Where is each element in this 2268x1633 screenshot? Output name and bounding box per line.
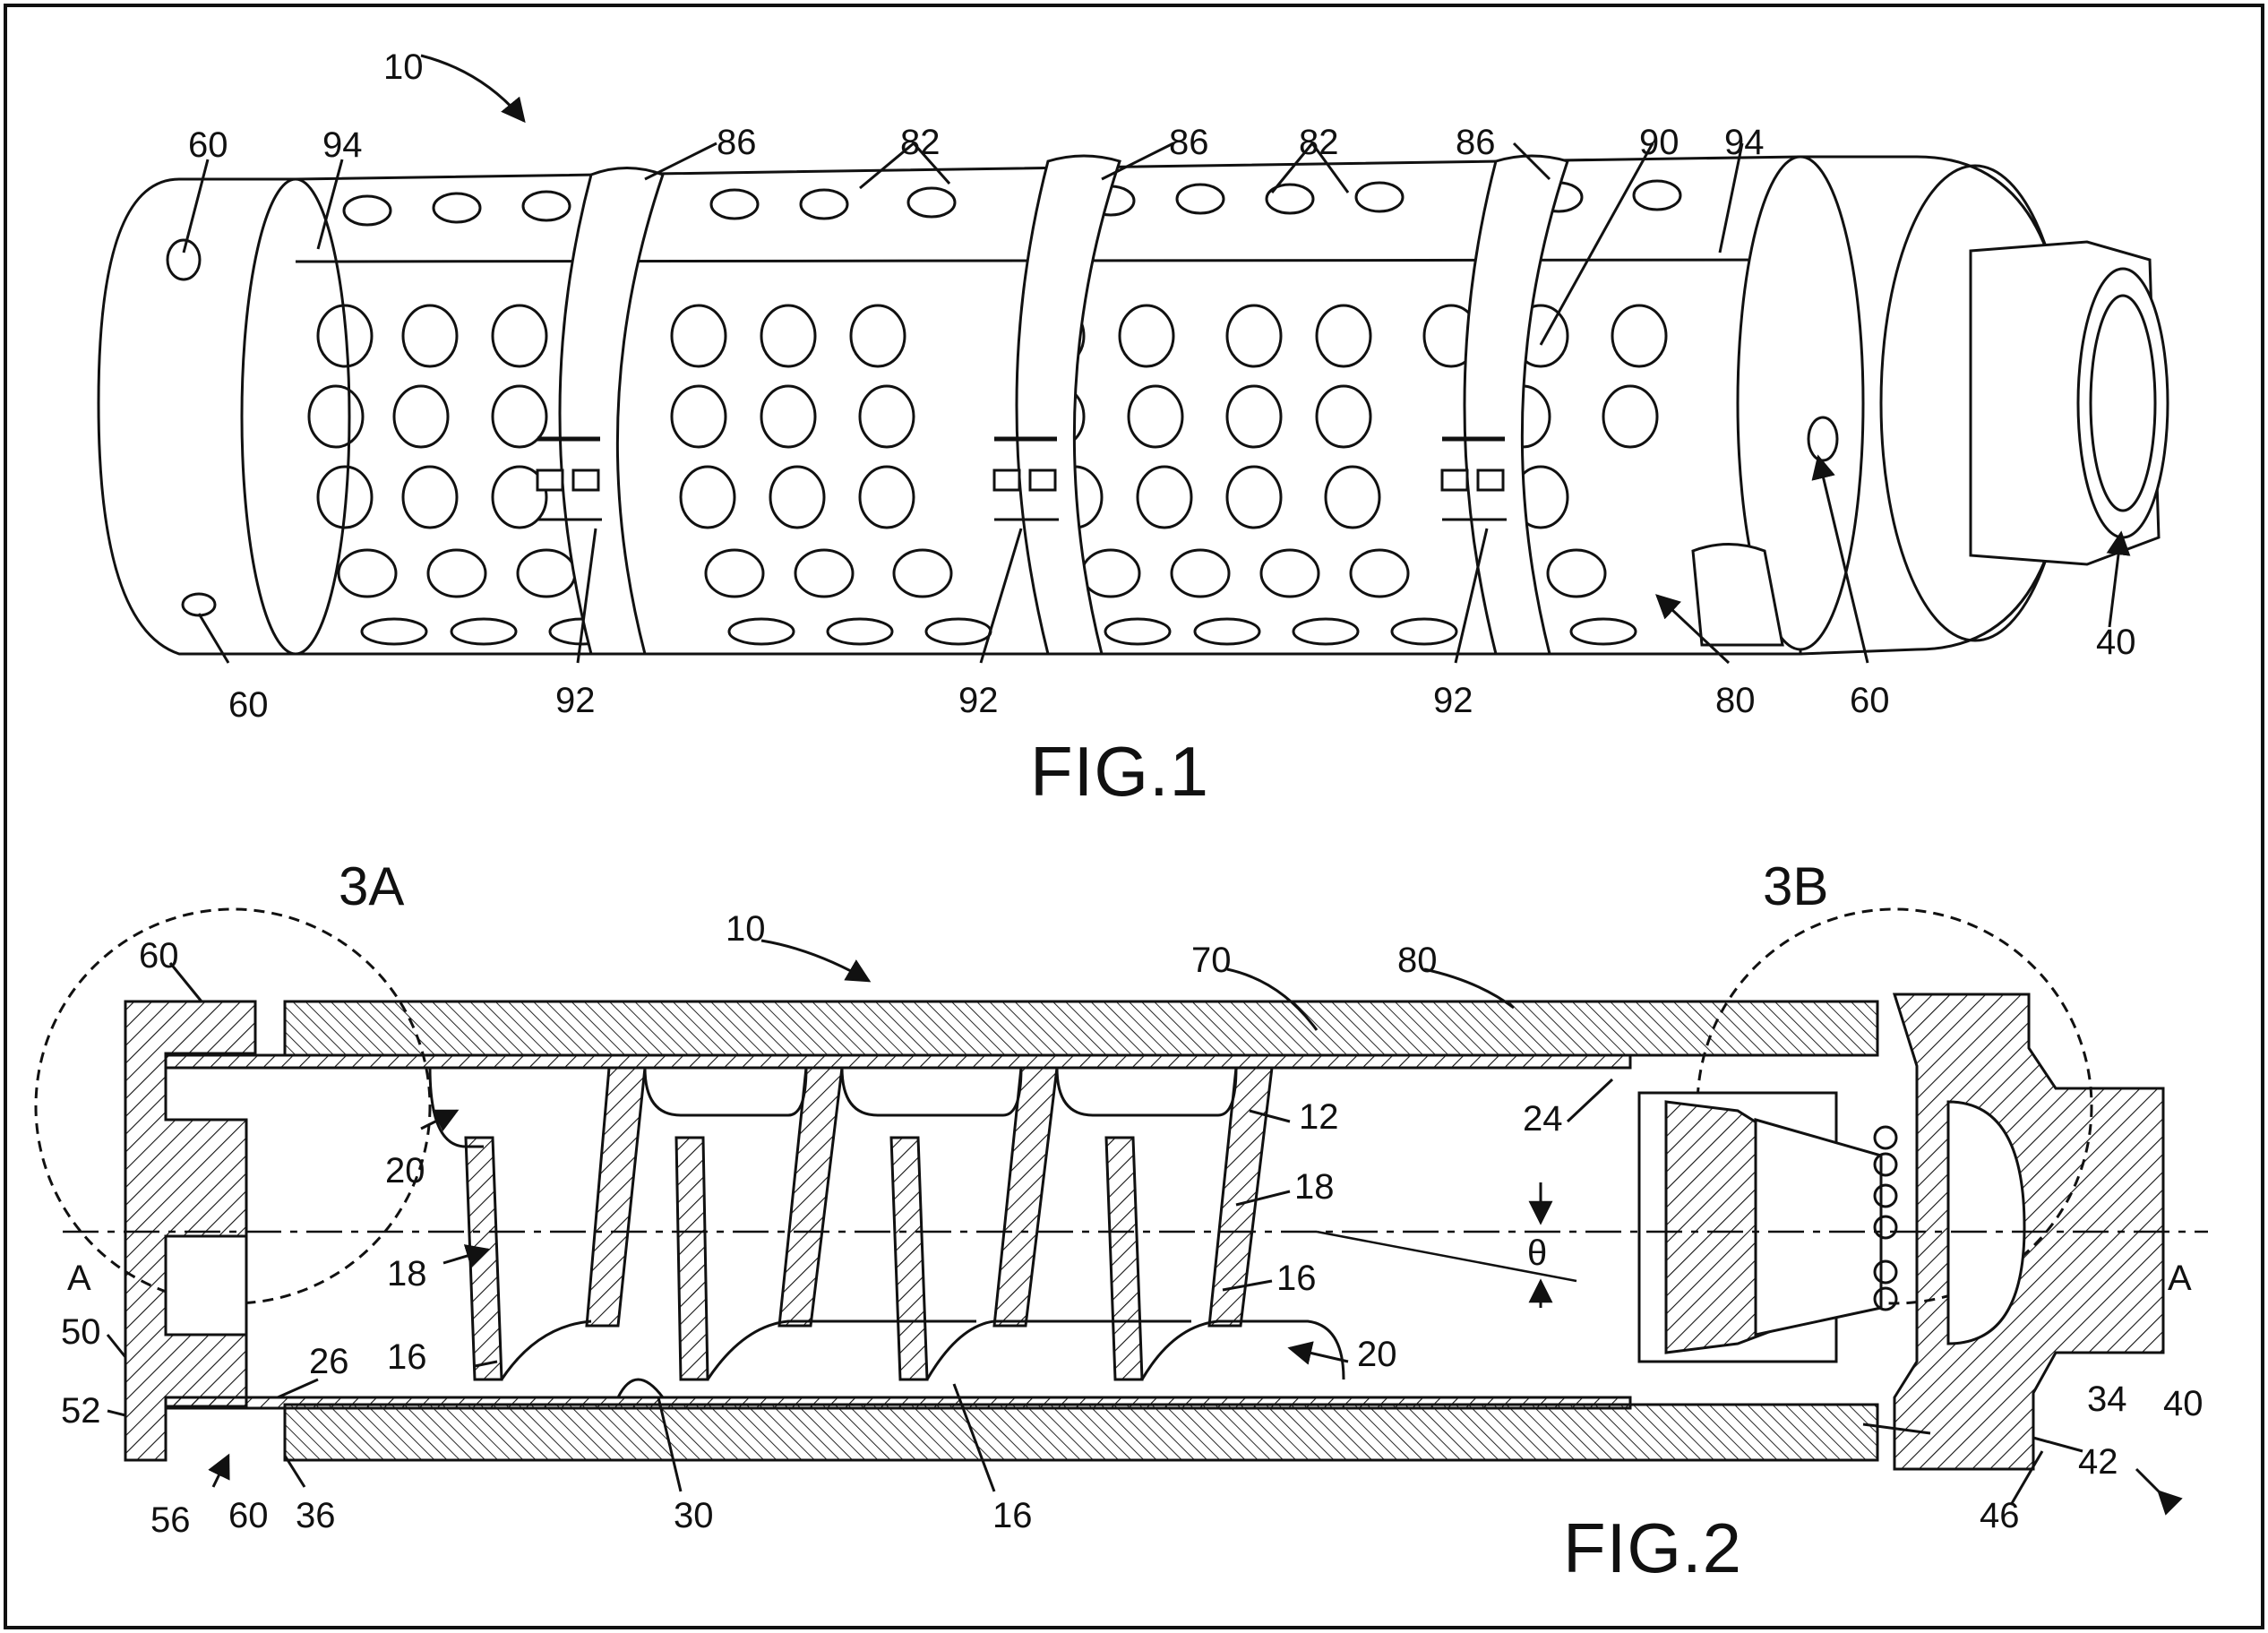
fig1-label-60c: 60 [1850, 681, 1890, 720]
fig2-baffle-tube-bottom [164, 1396, 1632, 1410]
fig1-clamp-band-2 [992, 154, 1121, 656]
fig2-label-10: 10 [726, 909, 766, 949]
fig1-set-screw-1 [166, 238, 202, 281]
fig1-clamp-band-3 [1440, 154, 1569, 656]
fig1-label-90: 90 [1639, 123, 1680, 162]
fig1-label-10: 10 [383, 47, 424, 87]
fig1-label-86a: 86 [717, 123, 757, 162]
fig2-label-34: 34 [2087, 1379, 2127, 1419]
fig2-label-40: 40 [2163, 1384, 2204, 1423]
fig2-detail-label-3a: 3A [339, 856, 404, 916]
fig1-label-86c: 86 [1456, 123, 1496, 162]
fig2-label-12: 12 [1299, 1097, 1339, 1137]
fig1-label-60b: 60 [228, 685, 269, 725]
fig2-label-18b: 18 [387, 1254, 427, 1294]
fig1-label-94b: 94 [1724, 123, 1765, 162]
fig1-perspective-view [97, 54, 2169, 665]
fig2-detail-label-3b: 3B [1763, 856, 1828, 916]
fig2-label-60b: 60 [228, 1496, 269, 1535]
fig2-label-24: 24 [1523, 1099, 1563, 1139]
fig1-caption: FIG.1 [1030, 732, 1209, 811]
fig1-label-40: 40 [2096, 623, 2136, 662]
fig2-label-80: 80 [1397, 941, 1438, 980]
fig1-label-60a: 60 [188, 125, 228, 165]
fig1-label-92c: 92 [1433, 681, 1473, 720]
fig2-label-A1: A [67, 1259, 91, 1298]
fig2-reference-labels: 10 60 70 80 20 12 24 18 18 A A θ 16 16 2… [61, 856, 2204, 1587]
fig2-label-30: 30 [674, 1496, 714, 1535]
fig2-label-18a: 18 [1294, 1167, 1335, 1207]
fig2-label-16a: 16 [1276, 1259, 1317, 1298]
fig1-perforations [307, 179, 1682, 646]
fig1-label-82b: 82 [1299, 123, 1339, 162]
fig2-label-42: 42 [2078, 1442, 2118, 1482]
fig2-outer-sleeve-top [283, 1000, 1879, 1057]
fig2-outer-sleeve-bottom [283, 1403, 1879, 1462]
fig2-label-16b: 16 [387, 1337, 427, 1377]
fig2-muzzle-ports [1873, 1125, 1898, 1311]
fig2-label-56: 56 [150, 1500, 191, 1540]
fig1-clamp-band-1 [536, 167, 665, 656]
fig1-left-end-cap [97, 177, 297, 656]
fig1-label-92b: 92 [958, 681, 999, 720]
sheet-border [4, 4, 2264, 1629]
fig2-label-A2: A [2168, 1259, 2192, 1298]
fig2-cross-section [34, 907, 2208, 1516]
fig2-label-20b: 20 [1357, 1335, 1397, 1374]
fig2-label-theta: θ [1527, 1233, 1547, 1273]
fig2-label-36: 36 [296, 1496, 336, 1535]
fig1-label-82a: 82 [900, 123, 941, 162]
fig2-label-46: 46 [1980, 1496, 2020, 1535]
fig1-reference-labels: 10 60 94 86 82 86 82 86 90 94 60 92 92 9… [188, 47, 2136, 811]
fig1-label-92a: 92 [555, 681, 596, 720]
fig1-slot [1691, 543, 1784, 647]
fig2-label-16c: 16 [992, 1496, 1033, 1535]
fig2-caption: FIG.2 [1563, 1508, 1742, 1587]
fig2-label-52: 52 [61, 1391, 101, 1431]
fig2-label-26: 26 [309, 1342, 349, 1381]
fig1-label-86b: 86 [1169, 123, 1209, 162]
fig2-label-60a: 60 [139, 936, 179, 976]
fig1-label-80: 80 [1715, 681, 1756, 720]
fig2-label-70: 70 [1191, 941, 1232, 980]
fig2-baffle-tube-top [164, 1053, 1632, 1070]
fig2-label-50: 50 [61, 1312, 101, 1352]
fig1-label-94a: 94 [322, 125, 363, 165]
fig1-left-cap-ring [240, 177, 351, 656]
fig2-label-20a: 20 [385, 1151, 425, 1190]
